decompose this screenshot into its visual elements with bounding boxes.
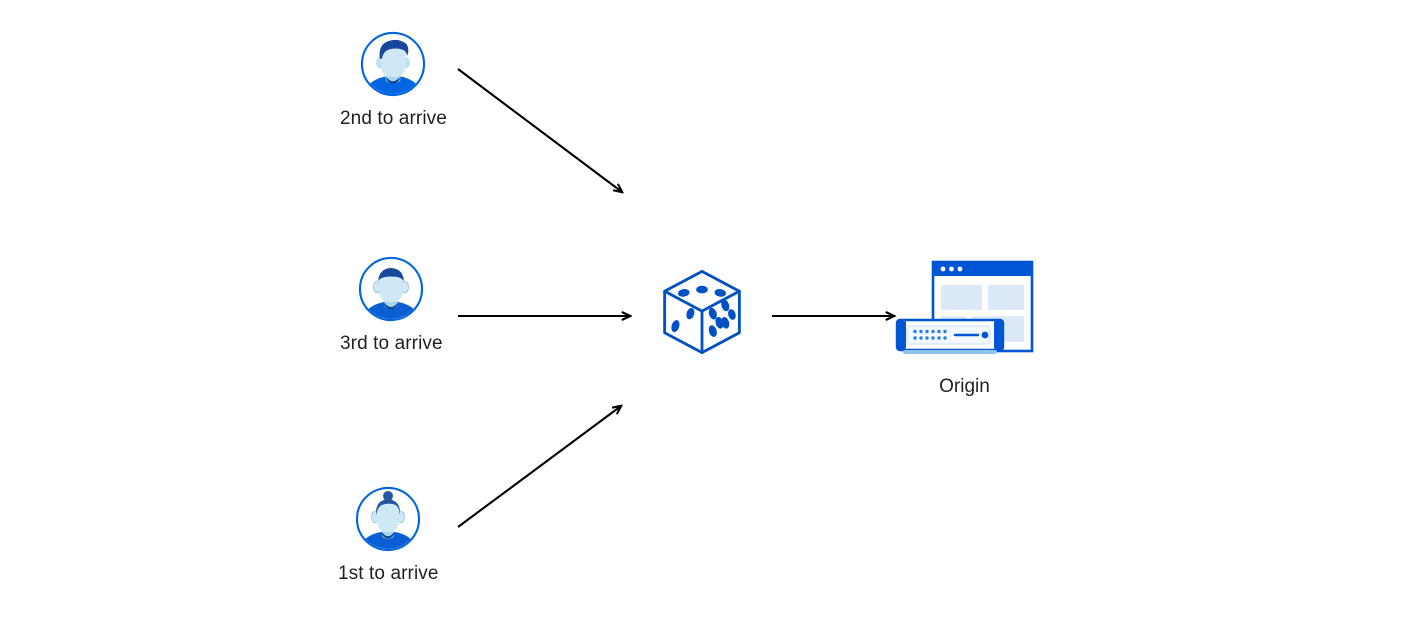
client-node-3rd[interactable]: 3rd to arrive (340, 256, 443, 356)
dice-icon (663, 269, 741, 355)
server-router-icon (895, 318, 1005, 354)
client-label-3rd: 3rd to arrive (340, 333, 443, 354)
origin-label: Origin (939, 376, 990, 397)
arrow-2nd-to-dice (457, 68, 622, 192)
client-label-2nd: 2nd to arrive (340, 108, 447, 129)
client-node-1st[interactable]: 1st to arrive (338, 486, 439, 586)
origin-node[interactable]: Origin (893, 258, 1036, 399)
user-avatar-icon (359, 256, 424, 322)
client-label-1st: 1st to arrive (338, 563, 439, 584)
client-node-2nd[interactable]: 2nd to arrive (340, 31, 447, 131)
user-avatar-icon (361, 31, 426, 97)
user-avatar-icon (356, 486, 421, 552)
origin-server-icon (895, 260, 1034, 354)
arrow-1st-to-dice (457, 406, 621, 528)
randomizer-node[interactable] (660, 268, 744, 356)
